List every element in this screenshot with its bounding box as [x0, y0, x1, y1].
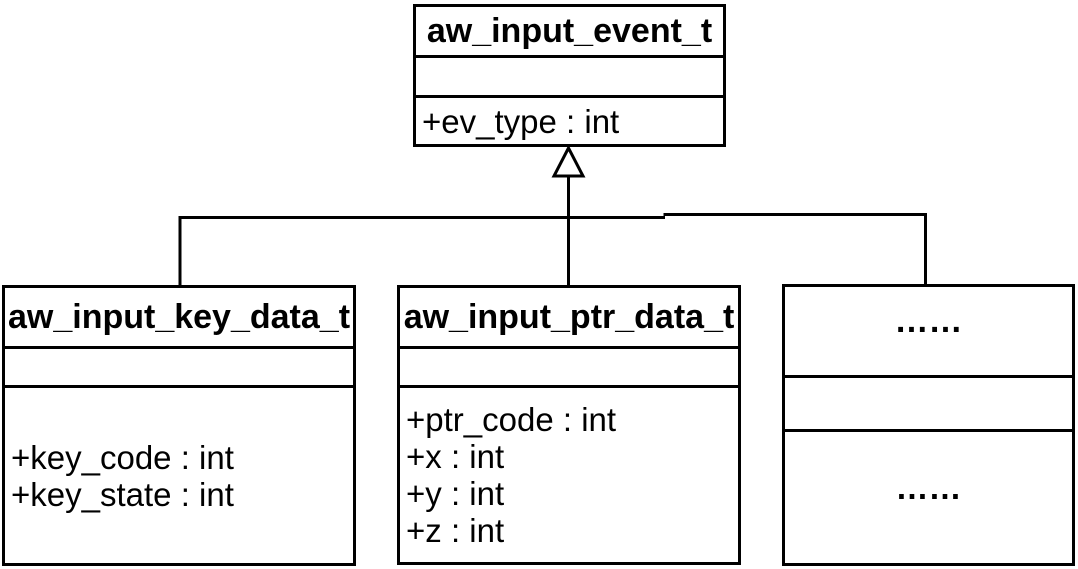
attribute: +x : int: [406, 438, 505, 475]
class-attributes: ……: [785, 429, 1072, 563]
class-title: aw_input_ptr_data_t: [403, 297, 735, 336]
ellipsis-title: ……: [894, 301, 963, 340]
class-attributes: +ptr_code : int +x : int +y : int +z : i…: [400, 385, 738, 562]
class-empty-compartment: [5, 346, 353, 385]
inheritance-triangle-icon: [551, 144, 586, 178]
class-empty-compartment: [785, 375, 1072, 429]
class-empty-compartment: [400, 346, 738, 385]
class-attributes: +key_code : int +key_state : int: [5, 385, 353, 563]
class-box-aw-input-key-data-t: aw_input_key_data_t +key_code : int +key…: [2, 285, 356, 566]
class-box-aw-input-event-t: aw_input_event_t +ev_type : int: [413, 4, 726, 147]
class-empty-compartment: [416, 55, 723, 95]
attribute: +y : int: [406, 475, 505, 512]
class-box-aw-input-ptr-data-t: aw_input_ptr_data_t +ptr_code : int +x :…: [397, 285, 741, 565]
attribute: +ev_type : int: [422, 102, 620, 140]
class-box-ellipsis-placeholder: …… ……: [782, 284, 1075, 566]
ellipsis-attribute: ……: [895, 469, 962, 506]
attribute: +ptr_code : int: [406, 401, 617, 438]
attribute: +z : int: [406, 512, 505, 549]
attribute: +key_code : int: [11, 438, 234, 476]
attribute: +key_state : int: [11, 475, 234, 513]
class-title: aw_input_event_t: [426, 11, 713, 50]
class-title: ……: [785, 287, 1072, 375]
class-title: aw_input_key_data_t: [7, 297, 351, 336]
class-attributes: +ev_type : int: [416, 95, 723, 144]
